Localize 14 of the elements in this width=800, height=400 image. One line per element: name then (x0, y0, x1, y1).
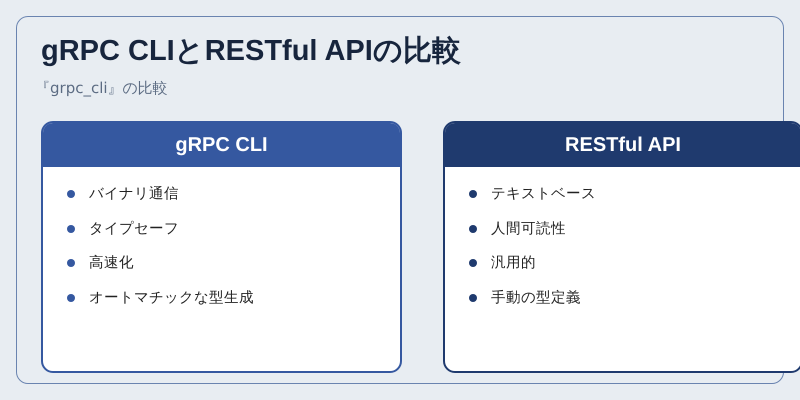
list-item-text: バイナリ通信 (89, 185, 179, 203)
list-item-text: 高速化 (89, 254, 134, 272)
list-item-text: テキストベース (491, 185, 596, 203)
list-item-text: オートマチックな型生成 (89, 288, 254, 306)
card-header: RESTful API (445, 123, 800, 167)
title-text: gRPC CLIとRESTful APIの比較 (41, 34, 461, 69)
comparison-card (41, 121, 402, 373)
card-header: gRPC CLI (43, 123, 400, 167)
list-item-text: タイプセーフ (89, 220, 179, 238)
subtitle-text: 『grpc_cli』の比較 (35, 79, 168, 98)
comparison-card (443, 121, 800, 373)
list-item-text: 汎用的 (491, 254, 536, 272)
list-item-text: 手動の型定義 (491, 288, 581, 306)
list-item-text: 人間可読性 (491, 220, 566, 238)
